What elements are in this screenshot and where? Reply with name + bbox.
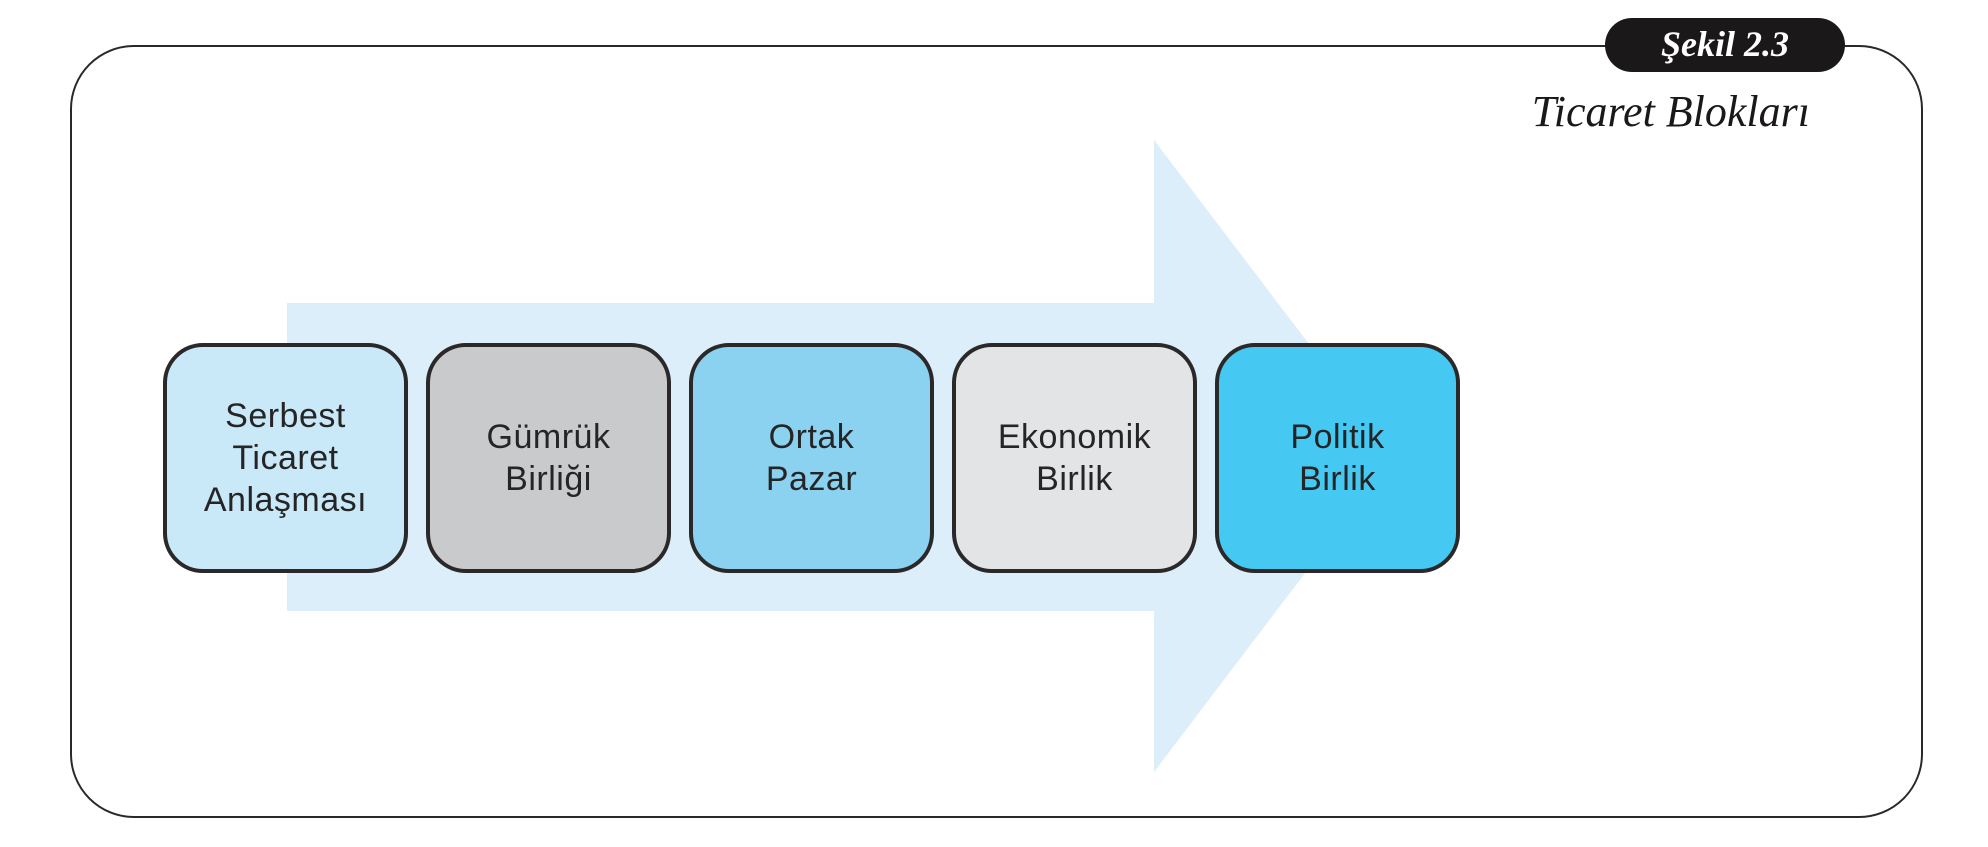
stage-label: Ortak Pazar: [766, 416, 857, 500]
stage-label-line: Politik: [1290, 418, 1385, 456]
stage-label-line: Birlik: [1299, 460, 1376, 498]
stage-label: Politik Birlik: [1290, 416, 1384, 500]
stage-label: Serbest Ticaret Anlaşması: [204, 395, 367, 521]
stage-label: Ekonomik Birlik: [998, 416, 1151, 500]
stage-box-ortak-pazar: Ortak Pazar: [689, 343, 934, 573]
stage-label-line: Serbest: [225, 397, 346, 435]
stage-box-serbest-ticaret-anlasmasi: Serbest Ticaret Anlaşması: [163, 343, 408, 573]
stage-box-gumruk-birligi: Gümrük Birliği: [426, 343, 671, 573]
stage-label-line: Pazar: [765, 460, 858, 498]
stage-label-line: Ortak: [768, 418, 855, 456]
stage-label: Gümrük Birliği: [487, 416, 611, 500]
stage-box-ekonomik-birlik: Ekonomik Birlik: [952, 343, 1197, 573]
stage-label-line: Ticaret: [232, 439, 339, 477]
figure-badge-label: Şekil 2.3: [1660, 24, 1789, 64]
stage-label-line: Birlik: [1036, 460, 1113, 498]
figure-badge: Şekil 2.3: [1605, 18, 1845, 72]
figure-title: Ticaret Blokları: [1531, 87, 1810, 136]
stage-label-line: Anlaşması: [203, 481, 368, 519]
stage-label-line: Ekonomik: [997, 418, 1152, 456]
stage-label-line: Gümrük: [486, 418, 611, 456]
stage-box-politik-birlik: Politik Birlik: [1215, 343, 1460, 573]
figure-frame: [70, 45, 1923, 818]
stage-label-line: Birliği: [505, 460, 592, 498]
